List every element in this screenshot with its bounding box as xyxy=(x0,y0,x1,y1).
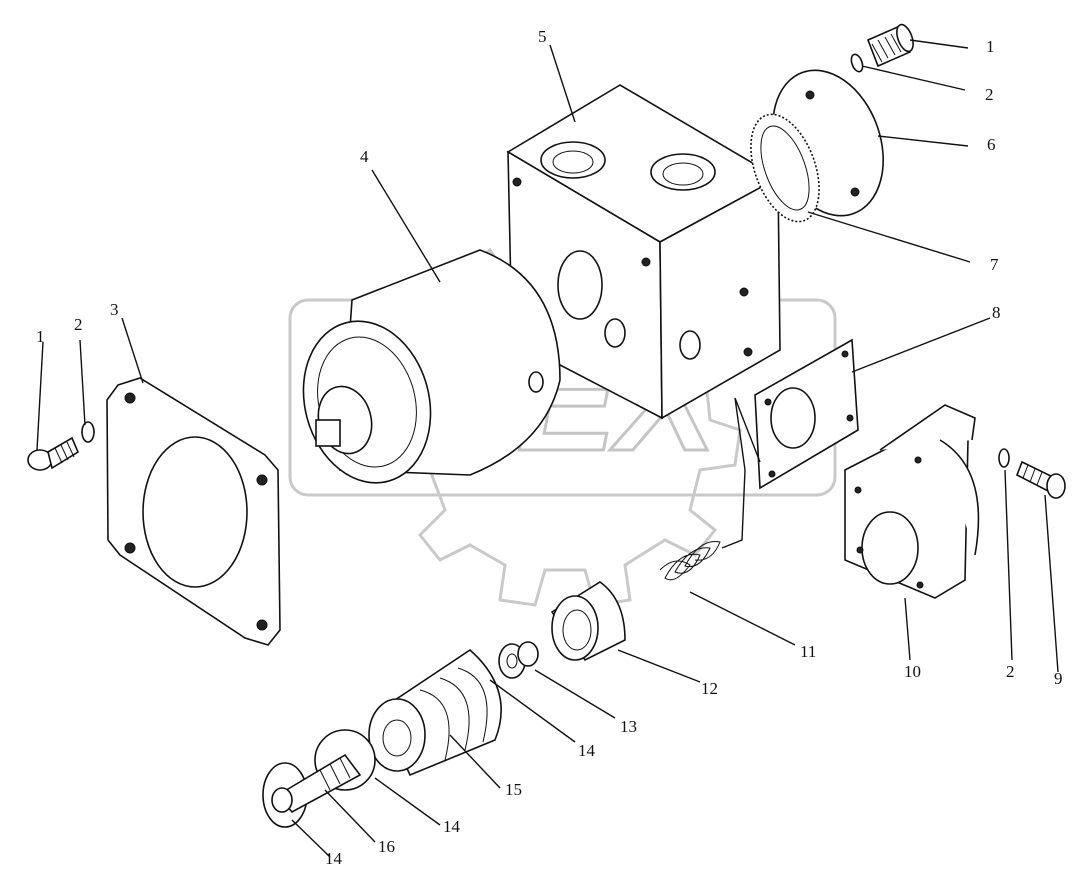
part-2-9-right-screw-washer xyxy=(998,448,1066,499)
callout-5: 5 xyxy=(538,27,547,46)
callout-12: 12 xyxy=(701,679,718,698)
callout-8: 8 xyxy=(992,303,1001,322)
callout-6: 6 xyxy=(987,135,996,154)
part-11-spring xyxy=(659,541,721,581)
callout-4: 4 xyxy=(360,147,369,166)
part-7-gasket xyxy=(750,113,820,223)
leader-lines xyxy=(36,39,1059,858)
callout-2-top: 2 xyxy=(985,85,994,104)
callout-1-top: 1 xyxy=(986,37,995,56)
callout-14-c: 14 xyxy=(325,849,343,868)
callout-9: 9 xyxy=(1054,669,1063,688)
callout-14-b: 14 xyxy=(443,817,461,836)
callout-10: 10 xyxy=(904,662,921,681)
part-10-elbow-outlet xyxy=(844,404,980,599)
callout-labels: 1 2 6 7 5 4 8 3 1 2 11 12 13 14 15 14 16… xyxy=(36,27,1063,868)
callout-15: 15 xyxy=(505,780,522,799)
part-4-filter-housing xyxy=(302,249,561,484)
part-13-washer xyxy=(498,641,539,679)
callout-16: 16 xyxy=(378,837,395,856)
callout-14-a: 14 xyxy=(578,741,596,760)
part-15-piston xyxy=(368,648,502,777)
callout-11: 11 xyxy=(800,642,816,661)
callout-13: 13 xyxy=(620,717,637,736)
part-8-gasket-plate xyxy=(754,338,859,490)
callout-1-left: 1 xyxy=(36,327,45,346)
part-1-2-top-screw-washer xyxy=(850,23,914,73)
part-12-sleeve xyxy=(550,581,626,662)
part-16-shaft xyxy=(262,729,376,828)
callout-3: 3 xyxy=(110,300,119,319)
callout-2-right: 2 xyxy=(1006,662,1015,681)
callout-7: 7 xyxy=(990,255,999,274)
part-5-valve-body xyxy=(506,84,781,420)
part-3-flange-plate xyxy=(106,377,281,646)
callout-2-left: 2 xyxy=(74,315,83,334)
part-1-2-left-screw-washer xyxy=(27,421,95,471)
